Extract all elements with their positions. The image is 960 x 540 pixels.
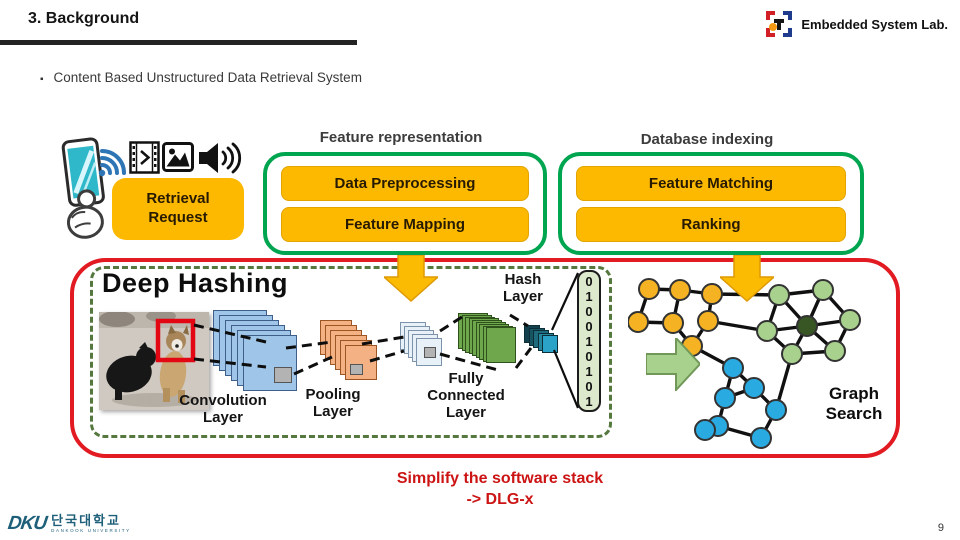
video-icon (129, 141, 160, 174)
graph-node (824, 340, 846, 362)
convolution-layer-stack (213, 310, 297, 391)
university-name-korean: 단국대학교 (51, 513, 121, 529)
pooling-layer-label: Pooling Layer (305, 386, 361, 420)
bullet-icon: ▪ (40, 74, 44, 85)
smartphone-icon (54, 136, 116, 242)
university-name-english: DANKOOK UNIVERSITY (51, 528, 131, 534)
page-title: 3. Background (28, 10, 140, 27)
right-arrow-icon (646, 338, 700, 391)
graph-node (765, 399, 787, 421)
graph-node (714, 387, 736, 409)
feature-representation-box: Data Preprocessing Feature Mapping (263, 152, 547, 255)
graph-node (701, 283, 723, 305)
lab-logo: Embedded System Lab. (764, 9, 948, 39)
convolution-layer-label: Convolution Layer (179, 392, 267, 426)
graph-node (694, 419, 716, 441)
lab-name: Embedded System Lab. (801, 16, 948, 32)
fully-connected-layer-label: Fully Connected Layer (427, 370, 505, 421)
deep-hashing-title: Deep Hashing (102, 268, 289, 298)
database-indexing-title: Database indexing (640, 131, 774, 148)
graph-node (750, 427, 772, 449)
down-arrow-icon (720, 255, 774, 302)
step-ranking: Ranking (576, 207, 846, 242)
database-indexing-box: Feature Matching Ranking (558, 152, 864, 255)
image-icon (162, 142, 194, 172)
deep-hashing-frame (90, 266, 612, 438)
query-image (99, 312, 209, 410)
graph-search-label: Graph Search (825, 384, 883, 424)
conclusion-text: Simplify the software stack -> DLG-x (40, 470, 960, 509)
conclusion-line1: Simplify the software stack (396, 470, 604, 487)
step-feature-mapping: Feature Mapping (281, 207, 529, 242)
flatten-layer-stack (400, 322, 442, 366)
graph-node (781, 343, 803, 365)
signal-waves-icon (97, 142, 133, 178)
title-underline (0, 40, 357, 45)
pooling-layer-stack (320, 320, 377, 380)
bullet-line: ▪ Content Based Unstructured Data Retrie… (40, 70, 362, 85)
university-acronym: DKU (6, 513, 48, 534)
lab-logo-icon (764, 9, 794, 39)
system-frame (70, 258, 900, 458)
feature-representation-title: Feature representation (319, 129, 483, 146)
graph-search-illustration (628, 278, 861, 449)
graph-node (796, 315, 818, 337)
graph-node (743, 377, 765, 399)
step-data-preprocessing: Data Preprocessing (281, 166, 529, 201)
fully-connected-layer-stack (458, 313, 516, 364)
graph-node (628, 311, 649, 333)
graph-node (662, 312, 684, 334)
conclusion-line2: -> DLG-x (466, 491, 534, 508)
step-feature-matching: Feature Matching (576, 166, 846, 201)
hash-layer-stack (524, 325, 558, 353)
graph-node (756, 320, 778, 342)
bullet-text: Content Based Unstructured Data Retrieva… (53, 70, 362, 85)
audio-icon (197, 139, 243, 177)
graph-node (768, 284, 790, 306)
page-number: 9 (937, 522, 944, 534)
graph-node (638, 278, 660, 300)
down-arrow-icon (384, 255, 438, 302)
university-logo: DKU 단국대학교 DANKOOK UNIVERSITY (6, 513, 131, 535)
graph-node (839, 309, 861, 331)
graph-node (812, 279, 834, 301)
graph-node (722, 357, 744, 379)
hash-layer-label: Hash Layer (502, 271, 544, 305)
graph-node (669, 279, 691, 301)
graph-node (697, 310, 719, 332)
retrieval-request-box: Retrieval Request (112, 178, 244, 240)
